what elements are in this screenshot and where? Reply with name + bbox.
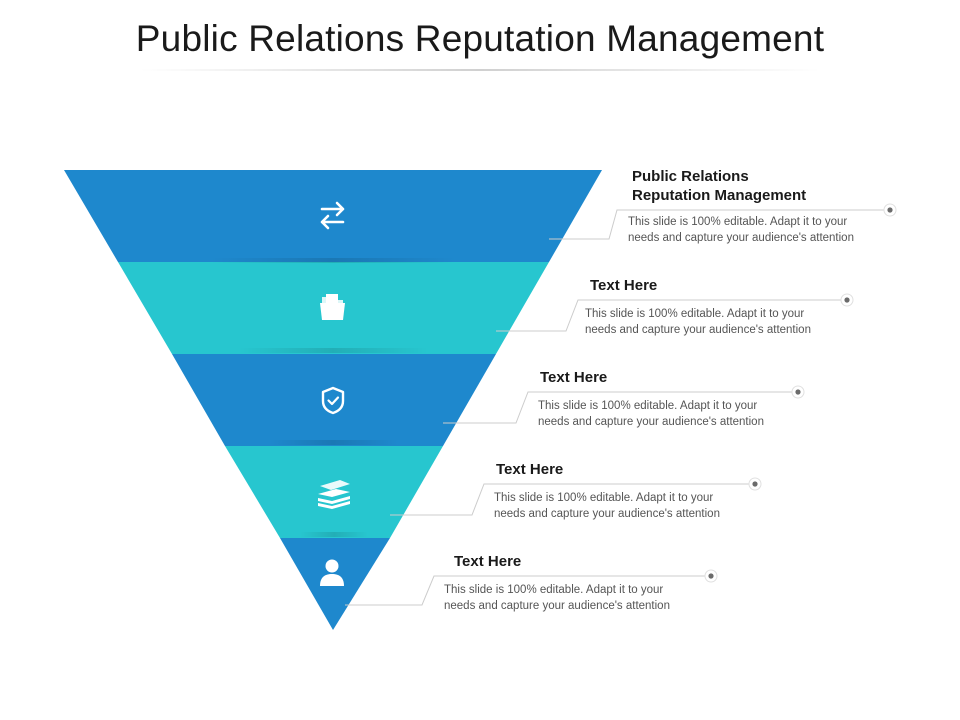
- level-2-description-line1: This slide is 100% editable. Adapt it to…: [585, 308, 805, 320]
- level-4-description: This slide is 100% editable. Adapt it to…: [494, 491, 744, 522]
- level-5-heading: Text Here: [454, 553, 522, 570]
- level-4-description-line2: needs and capture your audience's attent…: [494, 507, 720, 520]
- connector-line-3: [443, 391, 798, 424]
- connector-line-4: [390, 483, 755, 516]
- level-5-description: This slide is 100% editable. Adapt it to…: [444, 583, 694, 614]
- level-1-heading-line2: Reputation Management: [632, 187, 807, 204]
- connector-dot: [791, 385, 805, 399]
- connector-dot: [704, 569, 718, 583]
- funnel-level-1: [64, 170, 602, 262]
- level-1-heading-line1: Public Relations: [632, 168, 749, 185]
- connector-dot: [883, 203, 897, 217]
- connector-line-1: [549, 209, 890, 240]
- level-3-description-line2: needs and capture your audience's attent…: [538, 415, 764, 428]
- level-3-heading: Text Here: [540, 369, 608, 386]
- exchange-arrows-icon: [320, 201, 345, 230]
- folder-icon: [320, 294, 345, 320]
- level-2-description: This slide is 100% editable. Adapt it to…: [585, 307, 835, 338]
- level-2-heading: Text Here: [590, 277, 658, 294]
- level-1-description-line2: needs and capture your audience's attent…: [628, 231, 854, 244]
- funnel-level-3: [172, 354, 496, 446]
- connector-dot: [748, 477, 762, 491]
- level-5-description-line1: This slide is 100% editable. Adapt it to…: [444, 584, 664, 596]
- seam-shadow: [268, 440, 398, 445]
- level-1-heading: Public Relations Reputation Management: [632, 167, 806, 205]
- seam-shadow: [300, 532, 368, 537]
- title-divider: [140, 69, 820, 71]
- connector-line-5: [345, 575, 711, 606]
- connector-dot: [840, 293, 854, 307]
- connector-line-2: [496, 299, 847, 332]
- level-1-description: This slide is 100% editable. Adapt it to…: [628, 215, 878, 246]
- seam-shadow: [238, 348, 428, 353]
- level-1-description-line1: This slide is 100% editable. Adapt it to…: [628, 216, 848, 228]
- level-4-heading: Text Here: [496, 461, 564, 478]
- money-stack-icon: [318, 480, 350, 509]
- page-title: Public Relations Reputation Management: [135, 18, 825, 59]
- level-3-description-line1: This slide is 100% editable. Adapt it to…: [538, 400, 758, 412]
- level-5-description-line2: needs and capture your audience's attent…: [444, 599, 670, 612]
- seam-shadow: [210, 258, 456, 263]
- level-3-description: This slide is 100% editable. Adapt it to…: [538, 399, 788, 430]
- user-icon: [320, 559, 344, 586]
- shield-check-icon: [321, 386, 345, 415]
- level-4-description-line1: This slide is 100% editable. Adapt it to…: [494, 492, 714, 504]
- level-2-description-line2: needs and capture your audience's attent…: [585, 323, 811, 336]
